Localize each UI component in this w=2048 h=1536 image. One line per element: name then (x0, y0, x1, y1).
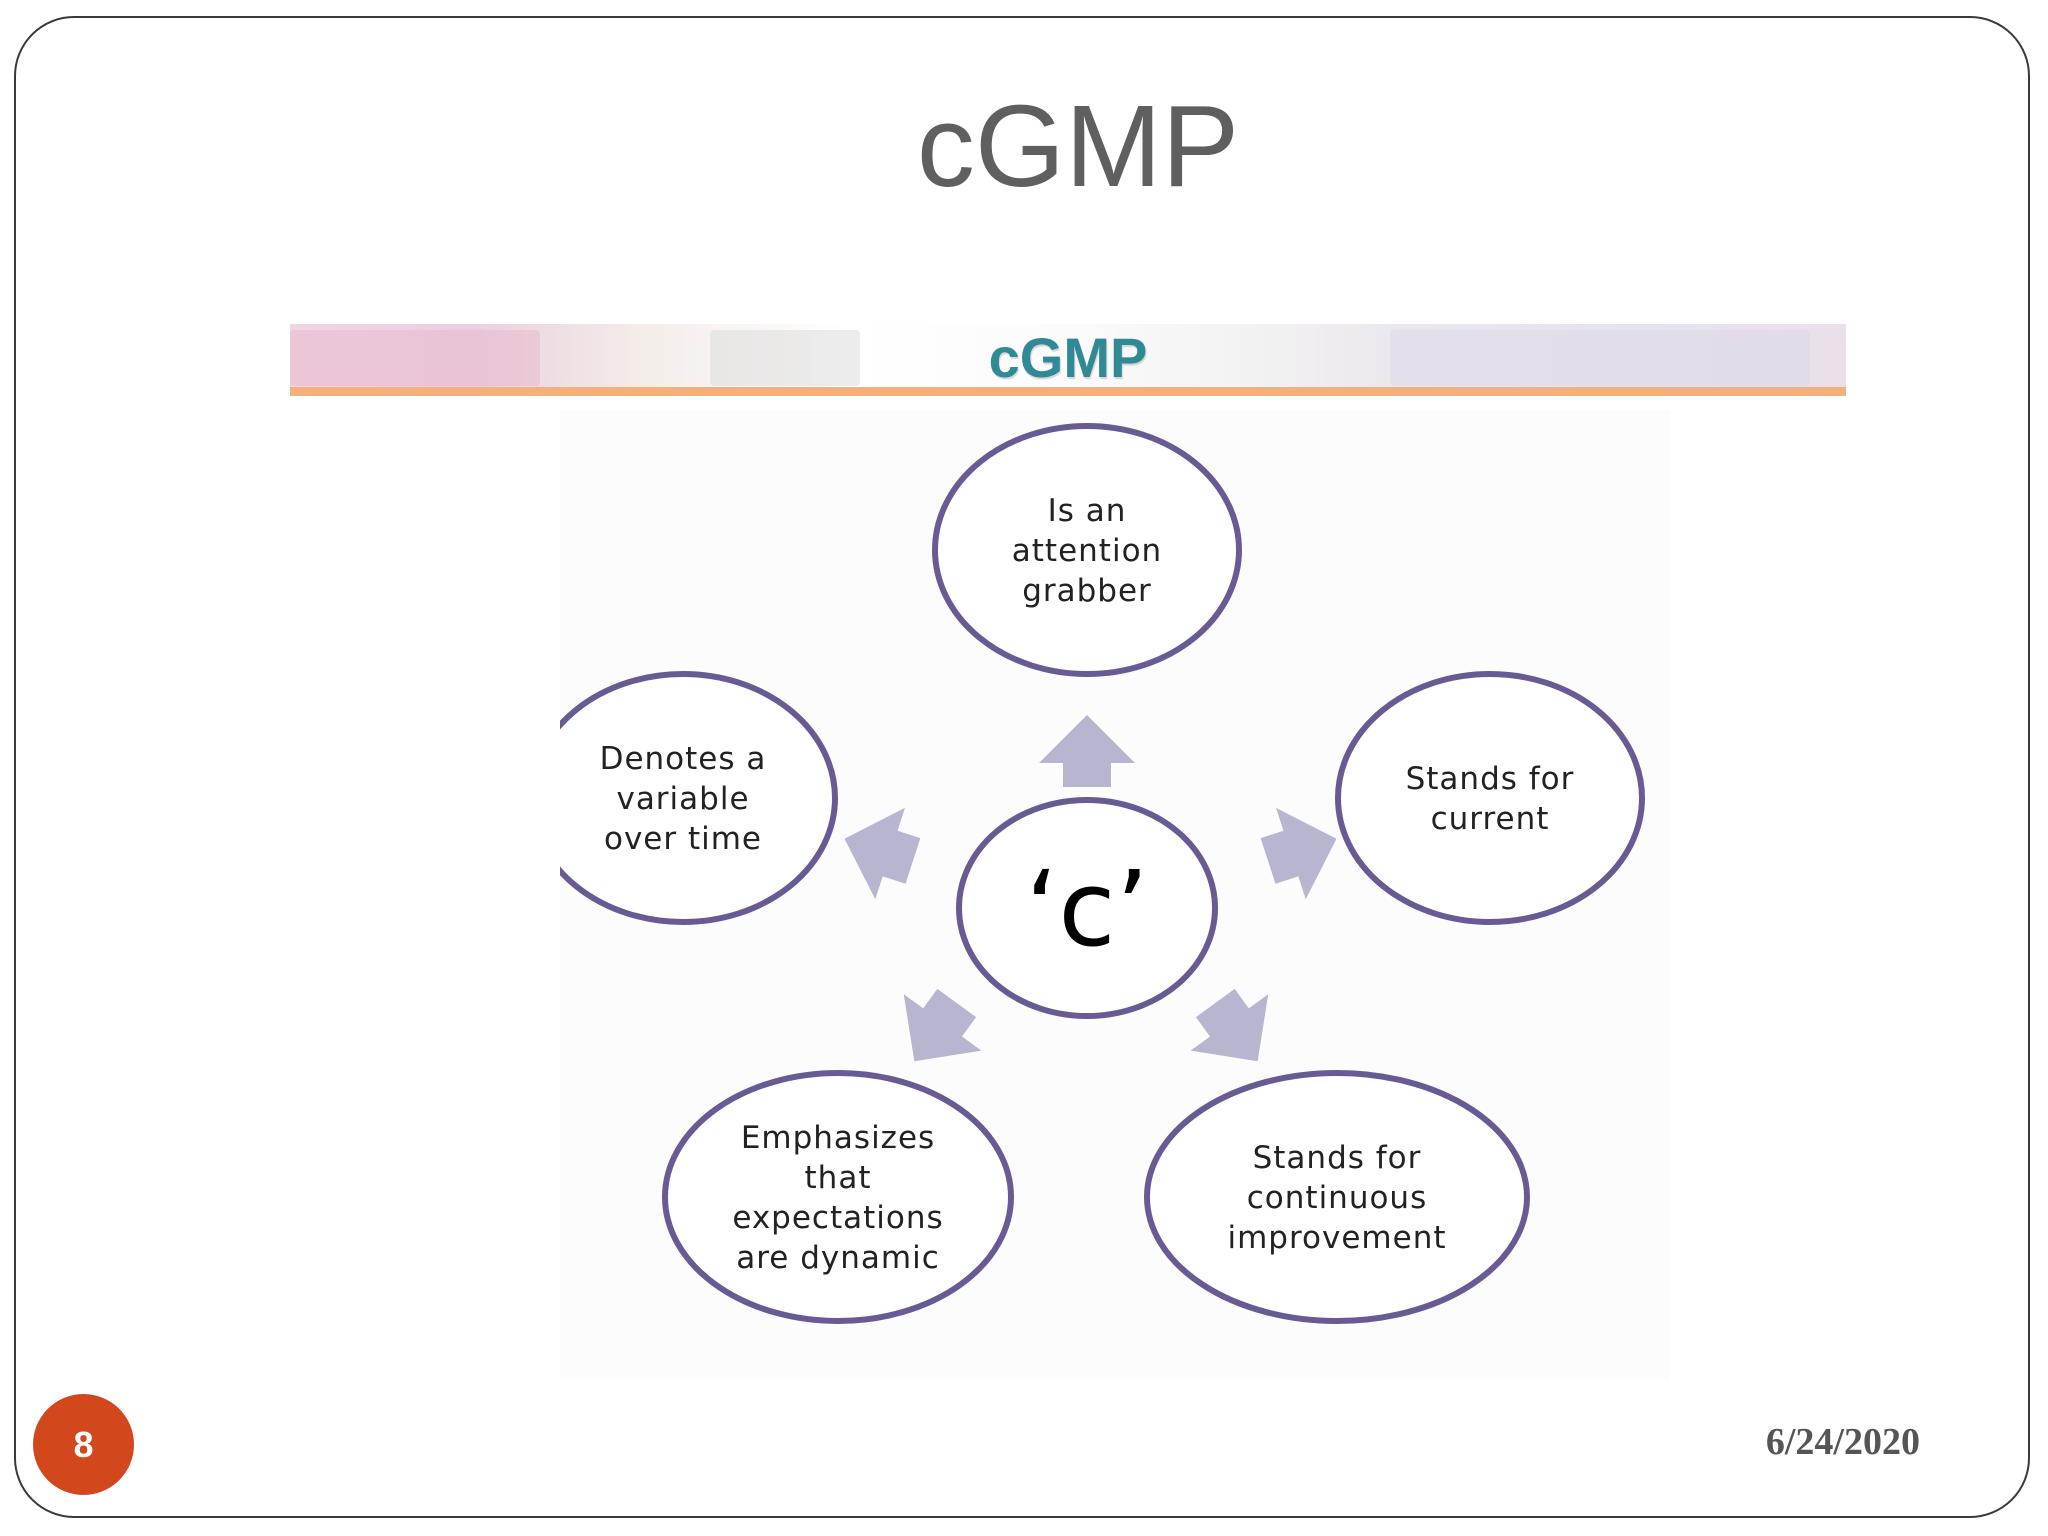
node-label-bottom-right-line-0: Stands for (1253, 1140, 1422, 1176)
banner-photo-left (290, 330, 540, 386)
node-right: Stands for current (1335, 671, 1645, 925)
node-label-left-line-1: variable (616, 781, 749, 817)
node-circle-bottom-right (1144, 1070, 1530, 1324)
node-label-left-line-0: Denotes a (600, 741, 767, 777)
node-label-top-line-1: attention (1012, 533, 1162, 569)
node-label-right-line-0: Stands for (1406, 761, 1575, 797)
node-label-bottom-left-line-3: are dynamic (736, 1240, 940, 1276)
node-label-top-line-0: Is an (1048, 493, 1127, 529)
center-circle (956, 797, 1218, 1019)
banner-title: cGMP (988, 326, 1148, 389)
arrow-down-right (1190, 988, 1269, 1062)
slide-date: 6/24/2020 (1765, 1421, 1920, 1463)
node-circle-right (1335, 671, 1645, 925)
banner-underline (290, 387, 1846, 396)
node-top: Is an attention grabber (932, 423, 1242, 677)
node-label-right-line-1: current (1431, 801, 1550, 837)
node-circle-top (932, 423, 1242, 677)
node-label-bottom-left-line-0: Emphasizes (741, 1120, 935, 1156)
center-label: ‘c’ (1025, 848, 1148, 970)
node-circle-left (560, 671, 838, 925)
diagram-banner: cGMP (290, 324, 1846, 396)
node-label-bottom-left-line-2: expectations (732, 1200, 943, 1236)
page-number-badge: 8 (33, 1394, 134, 1495)
arrow-left (844, 807, 921, 900)
arrow-down-left (903, 988, 982, 1062)
node-bottom-right: Stands for continuous improvement (1144, 1070, 1530, 1324)
node-bottom-left: Emphasizes that expectations are dynamic (662, 1070, 1014, 1324)
node-label-bottom-right-line-2: improvement (1227, 1220, 1446, 1256)
arrow-right (1260, 807, 1337, 900)
banner-photo-right (1390, 330, 1810, 386)
slide-title: cGMP (916, 81, 1240, 211)
node-left: Denotes a variable over time (560, 671, 838, 925)
arrow-up (1039, 715, 1135, 787)
node-label-bottom-left-line-1: that (805, 1160, 872, 1196)
node-label-top-line-2: grabber (1022, 573, 1152, 609)
node-label-bottom-right-line-1: continuous (1247, 1180, 1428, 1216)
node-label-left-line-2: over time (604, 821, 762, 857)
banner-photo-mid (710, 330, 860, 386)
node-circle-bottom-left (662, 1070, 1014, 1324)
center-node: ‘c’ (956, 797, 1218, 1019)
arrows (844, 715, 1337, 1062)
